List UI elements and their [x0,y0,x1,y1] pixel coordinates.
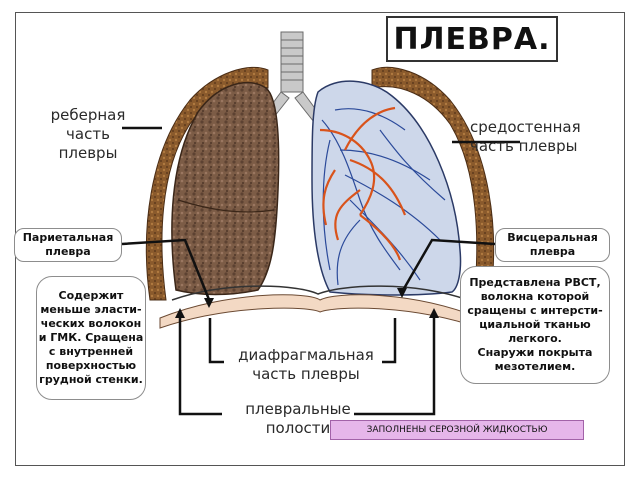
serous-fluid-note: ЗАПОЛНЕНЫ СЕРОЗНОЙ ЖИДКОСТЬЮ [330,420,584,440]
label-pleural-cavities: плевральные полости [245,400,351,437]
arrow-heads [175,288,439,318]
pulmonary-vessels [319,106,407,261]
left-lung [171,81,280,296]
page-title: ПЛЕВРА. [386,16,558,62]
label-mediastinal-pleura: средостенная часть плевры [470,118,581,155]
card-parietal-pleura: Париетальная плевра [14,228,122,262]
leader-lines [121,126,520,416]
label-diaphragmatic-pleura: диафрагмальная часть плевры [238,346,374,383]
card-visceral-description: Представлена РВСТ, волокна которой сраще… [460,266,610,384]
card-visceral-pleura: Висцеральная плевра [495,228,610,262]
card-parietal-description: Содержит меньше эласти- ческих волокон и… [36,276,146,400]
pleural-line [171,285,469,301]
chest-wall-band [145,66,269,301]
chest-wall-band-right [371,66,495,301]
right-lung [311,80,462,296]
left-lung-fissure [177,199,275,213]
label-costal-pleura: реберная часть плевры [50,106,126,162]
